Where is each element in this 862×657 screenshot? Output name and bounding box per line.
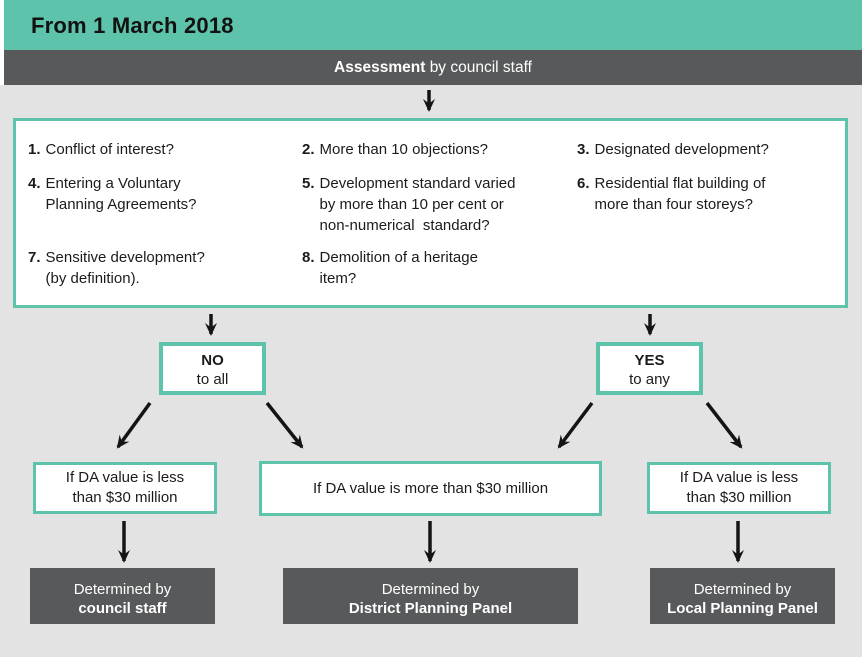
arrow-diagonal-icon-no-to-more-than-30m bbox=[265, 401, 304, 449]
decision-yes-sublabel: to any bbox=[629, 371, 670, 388]
decision-yes-box: YES to any bbox=[596, 342, 703, 395]
question-number: 1. bbox=[28, 141, 41, 158]
condition-text: If DA value is less than $30 million bbox=[679, 469, 799, 506]
decision-yes-label: YES bbox=[634, 352, 665, 369]
arrow-diagonal-icon-yes-to-more-than-30m bbox=[557, 401, 594, 449]
question-text: Residential flat building of more than f… bbox=[594, 175, 766, 213]
condition-box-less-than-30m-right: If DA value is less than $30 million bbox=[647, 462, 831, 514]
outcome-box-council-staff: Determined by council staff bbox=[30, 568, 215, 624]
condition-text: If DA value is less than $30 million bbox=[65, 469, 185, 506]
outcome-prefix: Determined by bbox=[693, 581, 792, 598]
question-number: 6. bbox=[577, 175, 590, 192]
outcome-prefix: Determined by bbox=[73, 581, 172, 598]
question-number: 5. bbox=[302, 175, 315, 192]
question-item-3: 3. Designated development? bbox=[577, 139, 769, 160]
question-item-6: 6. Residential flat building of more tha… bbox=[577, 173, 765, 215]
condition-text: If DA value is more than $30 million bbox=[312, 479, 549, 497]
question-number: 8. bbox=[302, 249, 315, 266]
question-item-4: 4. Entering a Voluntary Planning Agreeme… bbox=[28, 173, 196, 215]
outcome-box-local-planning-panel: Determined by Local Planning Panel bbox=[650, 568, 835, 624]
question-number: 7. bbox=[28, 249, 41, 266]
question-text: Conflict of interest? bbox=[45, 141, 174, 158]
assessment-rest-label: by council staff bbox=[429, 59, 532, 76]
outcome-authority: council staff bbox=[78, 600, 167, 617]
decision-no-box: NO to all bbox=[159, 342, 266, 395]
assessment-bold-label: Assessment bbox=[334, 59, 426, 76]
page-title: From 1 March 2018 bbox=[31, 13, 234, 38]
decision-no-sublabel: to all bbox=[196, 371, 229, 388]
outcome-authority: District Planning Panel bbox=[348, 600, 513, 617]
condition-box-less-than-30m-left: If DA value is less than $30 million bbox=[33, 462, 217, 514]
question-text: Sensitive development? (by definition). bbox=[45, 249, 205, 287]
outcome-prefix: Determined by bbox=[381, 581, 480, 598]
header-bar bbox=[4, 0, 862, 50]
question-text: Demolition of a heritage item? bbox=[319, 249, 478, 287]
arrow-diagonal-icon-yes-to-less-than-30m bbox=[705, 401, 743, 449]
decision-no-label: NO bbox=[201, 352, 224, 369]
condition-box-more-than-30m: If DA value is more than $30 million bbox=[259, 461, 602, 516]
question-text: More than 10 objections? bbox=[319, 141, 488, 158]
questions-box bbox=[13, 118, 848, 308]
question-item-7: 7. Sensitive development? (by definition… bbox=[28, 247, 205, 289]
question-item-2: 2. More than 10 objections? bbox=[302, 139, 488, 160]
question-item-8: 8. Demolition of a heritage item? bbox=[302, 247, 478, 289]
assessment-bar: Assessment by council staff bbox=[4, 50, 862, 85]
question-text: Entering a Voluntary Planning Agreements… bbox=[45, 175, 197, 213]
arrow-diagonal-icon-no-to-less-than-30m bbox=[116, 401, 152, 449]
question-text: Development standard varied by more than… bbox=[319, 175, 516, 234]
question-number: 3. bbox=[577, 141, 590, 158]
question-number: 2. bbox=[302, 141, 315, 158]
question-text: Designated development? bbox=[594, 141, 769, 158]
outcome-box-district-planning-panel: Determined by District Planning Panel bbox=[283, 568, 578, 624]
question-item-5: 5. Development standard varied by more t… bbox=[302, 173, 515, 236]
question-number: 4. bbox=[28, 175, 41, 192]
left-margin-strip bbox=[0, 0, 4, 85]
question-item-1: 1. Conflict of interest? bbox=[28, 139, 174, 160]
outcome-authority: Local Planning Panel bbox=[667, 600, 818, 617]
